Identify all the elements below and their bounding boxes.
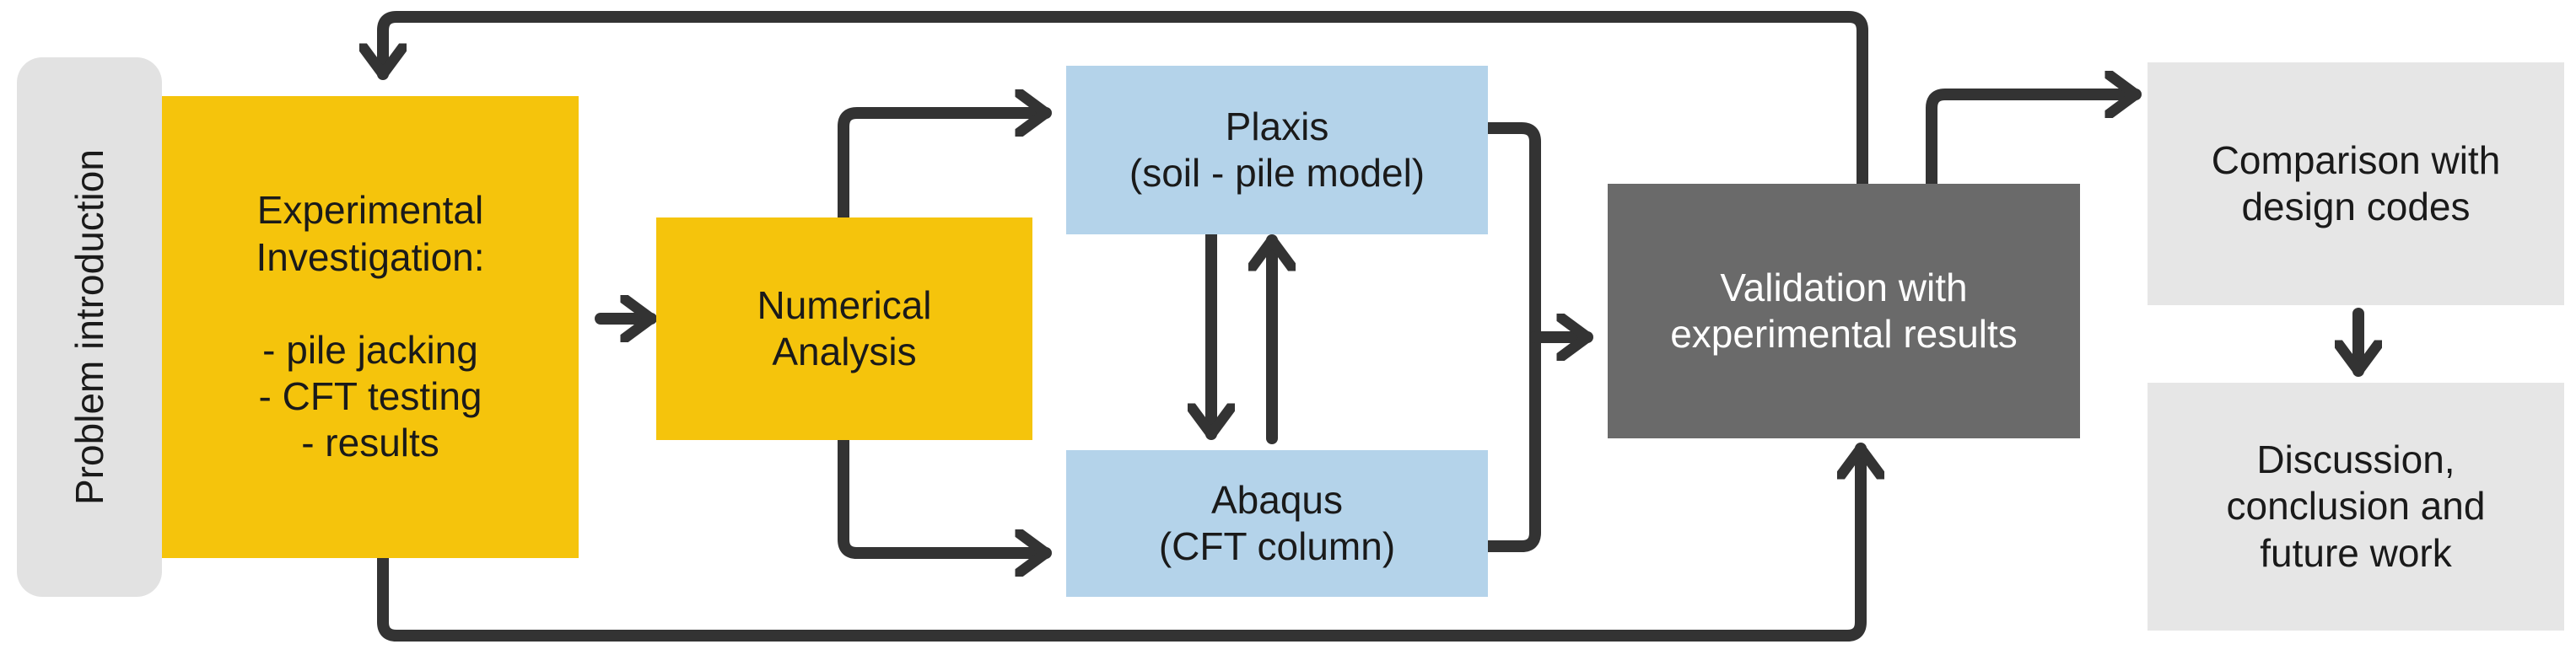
- arrow-numerical-to-plaxis: [838, 113, 1052, 223]
- experimental-investigation-label: Experimental Investigation: - pile jacki…: [256, 188, 485, 465]
- arrow-validation-to-experimental: [383, 11, 1868, 190]
- problem-introduction-label: Problem introduction: [67, 149, 111, 505]
- validation-box: Validation with experimental results: [1608, 184, 2080, 438]
- arrow-plaxis-merge: [1482, 122, 1541, 552]
- plaxis-box: Plaxis (soil - pile model): [1066, 66, 1488, 234]
- problem-introduction-box: Problem introduction: [17, 57, 162, 597]
- arrow-experimental-to-validation: [377, 443, 1861, 642]
- experimental-investigation-box: Experimental Investigation: - pile jacki…: [162, 96, 579, 558]
- discussion-box: Discussion, conclusion and future work: [2148, 383, 2564, 631]
- validation-label: Validation with experimental results: [1670, 265, 2018, 356]
- arrow-validation-to-comparison: [1926, 94, 2142, 190]
- discussion-label: Discussion, conclusion and future work: [2226, 438, 2486, 575]
- comparison-box: Comparison with design codes: [2148, 62, 2564, 305]
- numerical-analysis-box: Numerical Analysis: [656, 217, 1032, 440]
- plaxis-label: Plaxis (soil - pile model): [1129, 104, 1425, 195]
- arrow-numerical-to-abaqus: [838, 434, 1052, 553]
- comparison-label: Comparison with design codes: [2211, 137, 2501, 228]
- abaqus-label: Abaqus (CFT column): [1158, 477, 1396, 568]
- abaqus-box: Abaqus (CFT column): [1066, 450, 1488, 597]
- numerical-analysis-label: Numerical Analysis: [757, 282, 932, 373]
